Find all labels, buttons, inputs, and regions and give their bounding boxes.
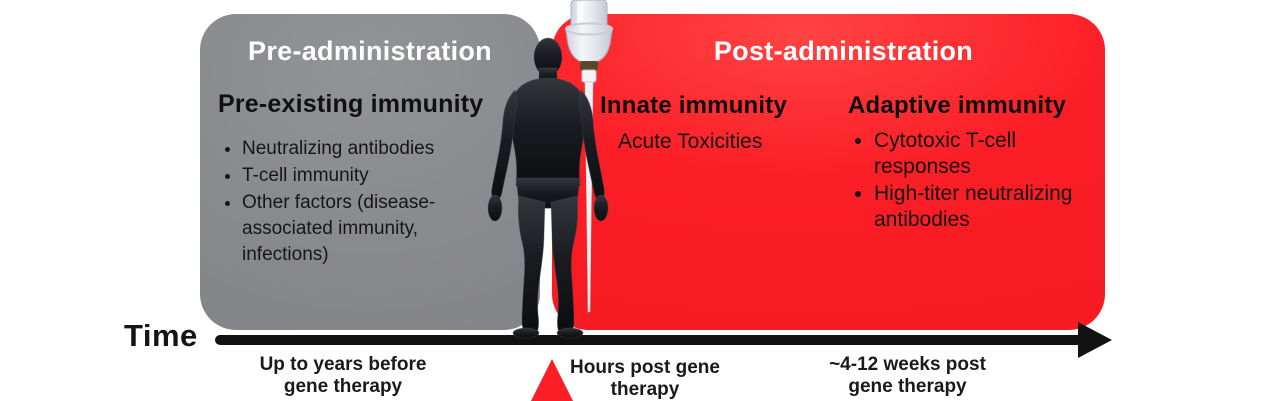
innate-immunity-item: Acute Toxicities [618, 130, 763, 153]
adaptive-immunity-heading: Adaptive immunity [848, 92, 1067, 119]
human-body-silhouette-icon [487, 37, 609, 339]
pre-existing-immunity-heading: Pre-existing immunity [218, 90, 484, 118]
list-item: Neutralizing antibodies [242, 136, 490, 162]
list-item: High-titer neutralizing antibodies [874, 181, 1110, 233]
timeline-arrow-line [215, 335, 1083, 345]
innate-immunity-column: Innate immunity Acute Toxicities [600, 92, 830, 154]
list-item: Other factors (disease-associated immuni… [242, 190, 490, 268]
timeline-arrowhead-icon [1078, 322, 1112, 358]
list-item: Cytotoxic T-cell responses [874, 128, 1110, 180]
adaptive-immunity-list: Cytotoxic T-cell responses High-titer ne… [848, 128, 1110, 233]
pre-administration-panel: Pre-administration Pre-existing immunity… [200, 14, 540, 330]
innate-immunity-heading: Innate immunity [600, 92, 788, 119]
list-item: T-cell immunity [242, 163, 490, 189]
post-panel-title: Post-administration [713, 36, 974, 66]
timeline-marker-pre: Up to years before gene therapy [259, 354, 427, 397]
timeline-marker-hours: Hours post gene therapy [570, 357, 720, 400]
post-administration-panel: Post-administration Innate immunity Acut… [552, 14, 1105, 330]
time-axis-label: Time [124, 318, 198, 353]
pre-existing-immunity-list: Neutralizing antibodies T-cell immunity … [222, 136, 490, 269]
timeline-marker-weeks: ~4-12 weeks post gene therapy [829, 354, 986, 397]
pre-panel-title: Pre-administration [248, 36, 492, 66]
adaptive-immunity-column: Adaptive immunity Cytotoxic T-cell respo… [848, 92, 1110, 234]
red-triangle-event-marker [531, 359, 573, 401]
